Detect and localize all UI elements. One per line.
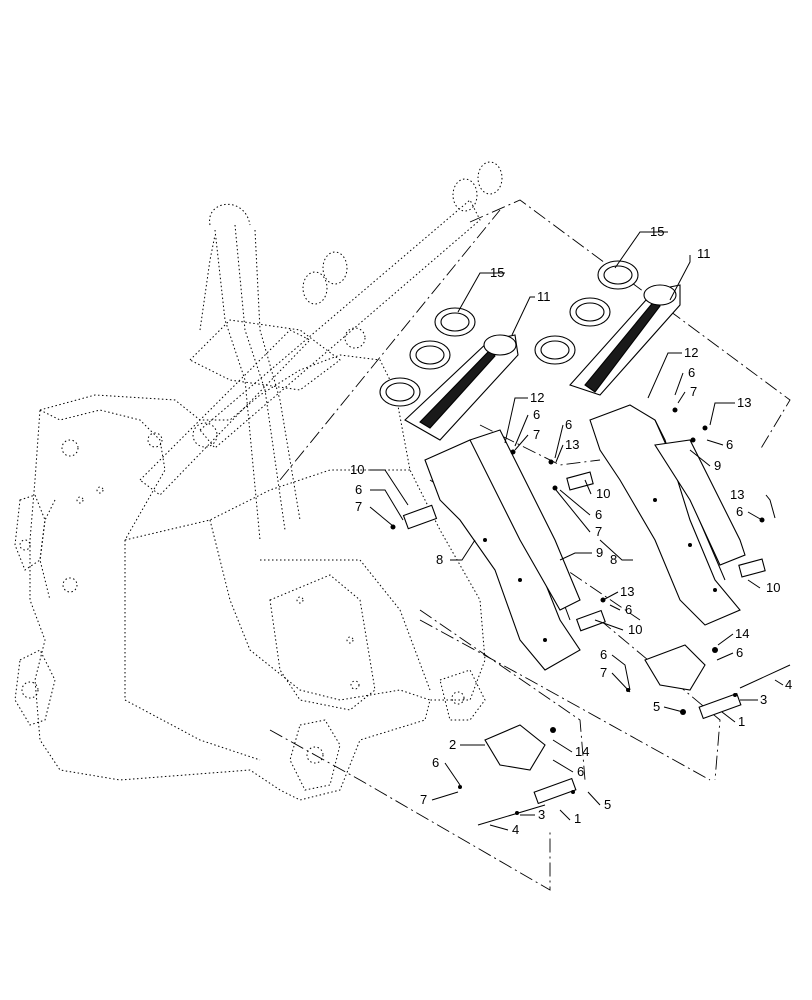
strap-10-a	[402, 504, 438, 530]
callout-11: 11	[697, 246, 711, 261]
callout-6: 6	[577, 764, 584, 779]
callout-6: 6	[736, 645, 743, 660]
callout-10: 10	[766, 580, 780, 595]
callout-6: 6	[625, 602, 632, 617]
callout-2: 2	[449, 737, 456, 752]
rod-4-right	[739, 664, 791, 689]
callout-6: 6	[533, 407, 540, 422]
callout-10: 10	[350, 462, 364, 477]
callout-7: 7	[690, 384, 697, 399]
callout-5: 5	[604, 797, 611, 812]
callout-7: 7	[600, 665, 607, 680]
strap-10-c	[575, 609, 606, 632]
callout-4: 4	[512, 822, 519, 837]
callout-7: 7	[355, 499, 362, 514]
plate-2	[484, 724, 546, 771]
callout-14: 14	[735, 626, 749, 641]
callout-3: 3	[760, 692, 767, 707]
hinge-1-left	[533, 777, 577, 805]
lower-hinge-assemblies	[458, 644, 791, 826]
leader-lines	[369, 231, 784, 831]
callout-5: 5	[653, 699, 660, 714]
rod-4-left	[477, 804, 546, 826]
callout-7: 7	[595, 524, 602, 539]
callout-9: 9	[714, 458, 721, 473]
cover-assembly-left	[379, 307, 766, 671]
callout-6: 6	[432, 755, 439, 770]
strap-10-b	[566, 471, 594, 491]
callout-12: 12	[530, 390, 544, 405]
callout-14: 14	[575, 744, 589, 759]
callout-7: 7	[420, 792, 427, 807]
callout-10: 10	[628, 622, 642, 637]
callout-6: 6	[726, 437, 733, 452]
callout-6: 6	[600, 647, 607, 662]
callout-3: 3	[538, 807, 545, 822]
callout-13: 13	[730, 487, 744, 502]
callout-13: 13	[565, 437, 579, 452]
callout-6: 6	[595, 507, 602, 522]
callout-12: 12	[684, 345, 698, 360]
callout-13: 13	[737, 395, 751, 410]
callout-1: 1	[738, 714, 745, 729]
loader-frame	[14, 161, 503, 801]
panel-9-right	[654, 439, 746, 566]
hinge-1-right	[698, 692, 742, 720]
panel-9-left	[469, 429, 581, 611]
cover-assembly-right	[534, 260, 746, 626]
plate-2-right	[644, 644, 706, 691]
callout-6: 6	[688, 365, 695, 380]
callout-11: 11	[537, 289, 551, 304]
callout-1: 1	[574, 811, 581, 826]
callout-8: 8	[610, 552, 617, 567]
strap-10-d	[738, 558, 766, 578]
callout-labels: 15 11 15 11 12 6 7 13 6 9 12 6 7 6 13 10…	[350, 224, 792, 837]
callout-6: 6	[736, 504, 743, 519]
callout-15: 15	[650, 224, 664, 239]
callout-15: 15	[490, 265, 504, 280]
callout-6: 6	[355, 482, 362, 497]
callout-10: 10	[596, 486, 610, 501]
callout-6: 6	[565, 417, 572, 432]
callout-7: 7	[533, 427, 540, 442]
callout-13: 13	[620, 584, 634, 599]
callout-9: 9	[596, 545, 603, 560]
callout-4: 4	[785, 677, 792, 692]
callout-8: 8	[436, 552, 443, 567]
